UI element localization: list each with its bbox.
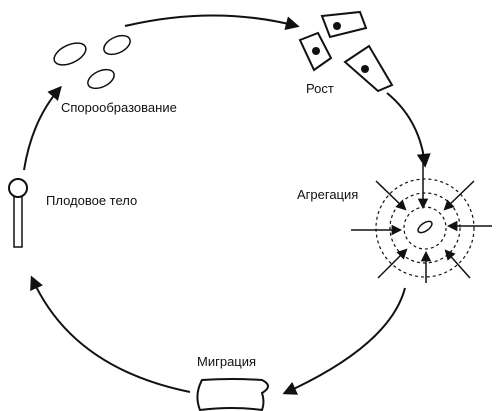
label-growth: Рост [306, 81, 334, 96]
spores-group [51, 32, 133, 92]
spore-icon [85, 66, 117, 92]
label-migration: Миграция [197, 354, 256, 369]
amoeba-cell-icon [300, 33, 331, 70]
cycle-arrow-fruiting-body-to-sporulation [24, 88, 60, 170]
spore-icon [101, 32, 133, 58]
label-fruiting-body: Плодовое тело [46, 193, 137, 208]
cycle-arrow-aggregation-to-migration [285, 288, 405, 393]
aggregation-arrow [446, 251, 470, 278]
aggregation-arrow [378, 250, 406, 278]
amoeba-cell-icon [345, 46, 392, 91]
slug-icon [197, 379, 268, 410]
cycle-arrow-migration-to-fruiting-body [32, 278, 190, 392]
growth-cells-group [300, 12, 392, 91]
amoeba-cell-icon [322, 12, 366, 37]
aggregation-arrow [445, 181, 474, 209]
fruiting-body-icon [9, 179, 27, 247]
spore-icon [51, 39, 89, 70]
cycle-arrow-sporulation-to-growth [125, 16, 297, 27]
label-sporulation: Спорообразование [61, 100, 177, 115]
aggregation-center-icon [351, 163, 492, 283]
label-aggregation: Агрегация [297, 187, 358, 202]
cycle-arrow-growth-to-aggregation [387, 93, 425, 165]
